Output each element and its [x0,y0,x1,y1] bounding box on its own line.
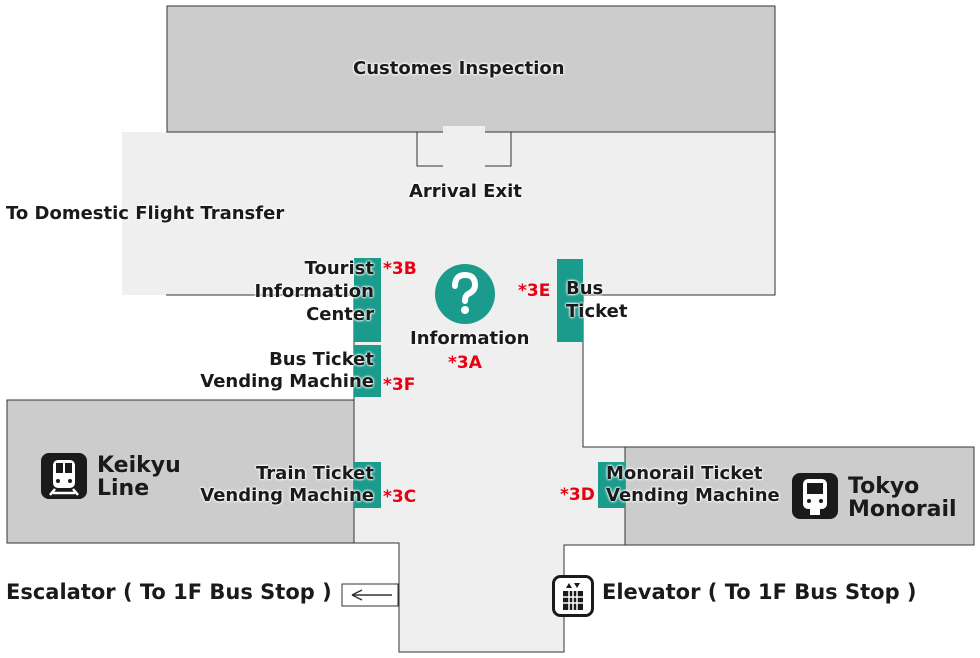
customs-label: Customes Inspection [353,58,565,79]
monorail-line-1: Tokyo [848,474,920,499]
bus-vending-counter [354,345,381,397]
corridor-floor [122,132,775,652]
bus-ticket-code: *3E [518,281,551,301]
keikyu-line-2: Line [97,476,150,501]
keikyu-line-1: Keikyu [97,453,181,478]
train-vending-label: Train Ticket Vending Machine [200,463,374,507]
bus-ticket-counter [557,259,583,342]
bus-vending-line-2: Vending Machine [200,371,374,392]
elevator-icon[interactable] [552,575,594,617]
tourist-info-code: *3B [383,259,417,279]
monorail-line-2: Monorail [848,497,957,522]
information-label: Information [410,328,530,349]
tourist-info-counter [354,258,381,342]
bus-ticket-label: Bus Ticket [566,278,627,323]
tourist-info-line-1: Tourist [304,258,374,279]
arrow-left-icon [351,589,363,601]
tourist-info-label: Tourist Information Center [255,258,374,326]
domestic-transfer-label[interactable]: To Domestic Flight Transfer [6,203,285,224]
monorail-vending-code: *3D [560,485,595,505]
train-vending-line-2: Vending Machine [200,485,374,506]
arrival-exit-label: Arrival Exit [409,181,522,202]
monorail-label[interactable]: Tokyo Monorail [848,475,957,521]
monorail-vending-line-2: Vending Machine [606,485,780,506]
monorail-vending-label: Monorail Ticket Vending Machine [606,463,780,507]
monorail-vending-counter [598,462,625,508]
arrival-gate-opening [443,126,485,170]
train-vending-code: *3C [383,487,417,507]
information-code: *3A [448,353,482,373]
escalator-label[interactable]: Escalator ( To 1F Bus Stop ) [6,580,332,604]
tourist-info-line-3: Center [306,304,374,325]
train-vending-line-1: Train Ticket [256,463,374,484]
customs-area [166,5,776,133]
bus-vending-line-1: Bus Ticket [269,349,374,370]
keikyu-label[interactable]: Keikyu Line [97,454,181,500]
train-icon [41,453,87,499]
bus-vending-code: *3F [383,375,416,395]
bus-vending-label: Bus Ticket Vending Machine [200,349,374,393]
train-vending-counter [354,462,381,508]
question-mark-icon [435,264,495,324]
bus-ticket-line-1: Bus [566,278,604,299]
elevator-label[interactable]: Elevator ( To 1F Bus Stop ) [602,580,917,604]
tourist-info-line-2: Information [254,281,374,302]
monorail-vending-line-1: Monorail Ticket [606,463,763,484]
monorail-icon [792,473,838,519]
bus-ticket-line-2: Ticket [566,301,628,322]
